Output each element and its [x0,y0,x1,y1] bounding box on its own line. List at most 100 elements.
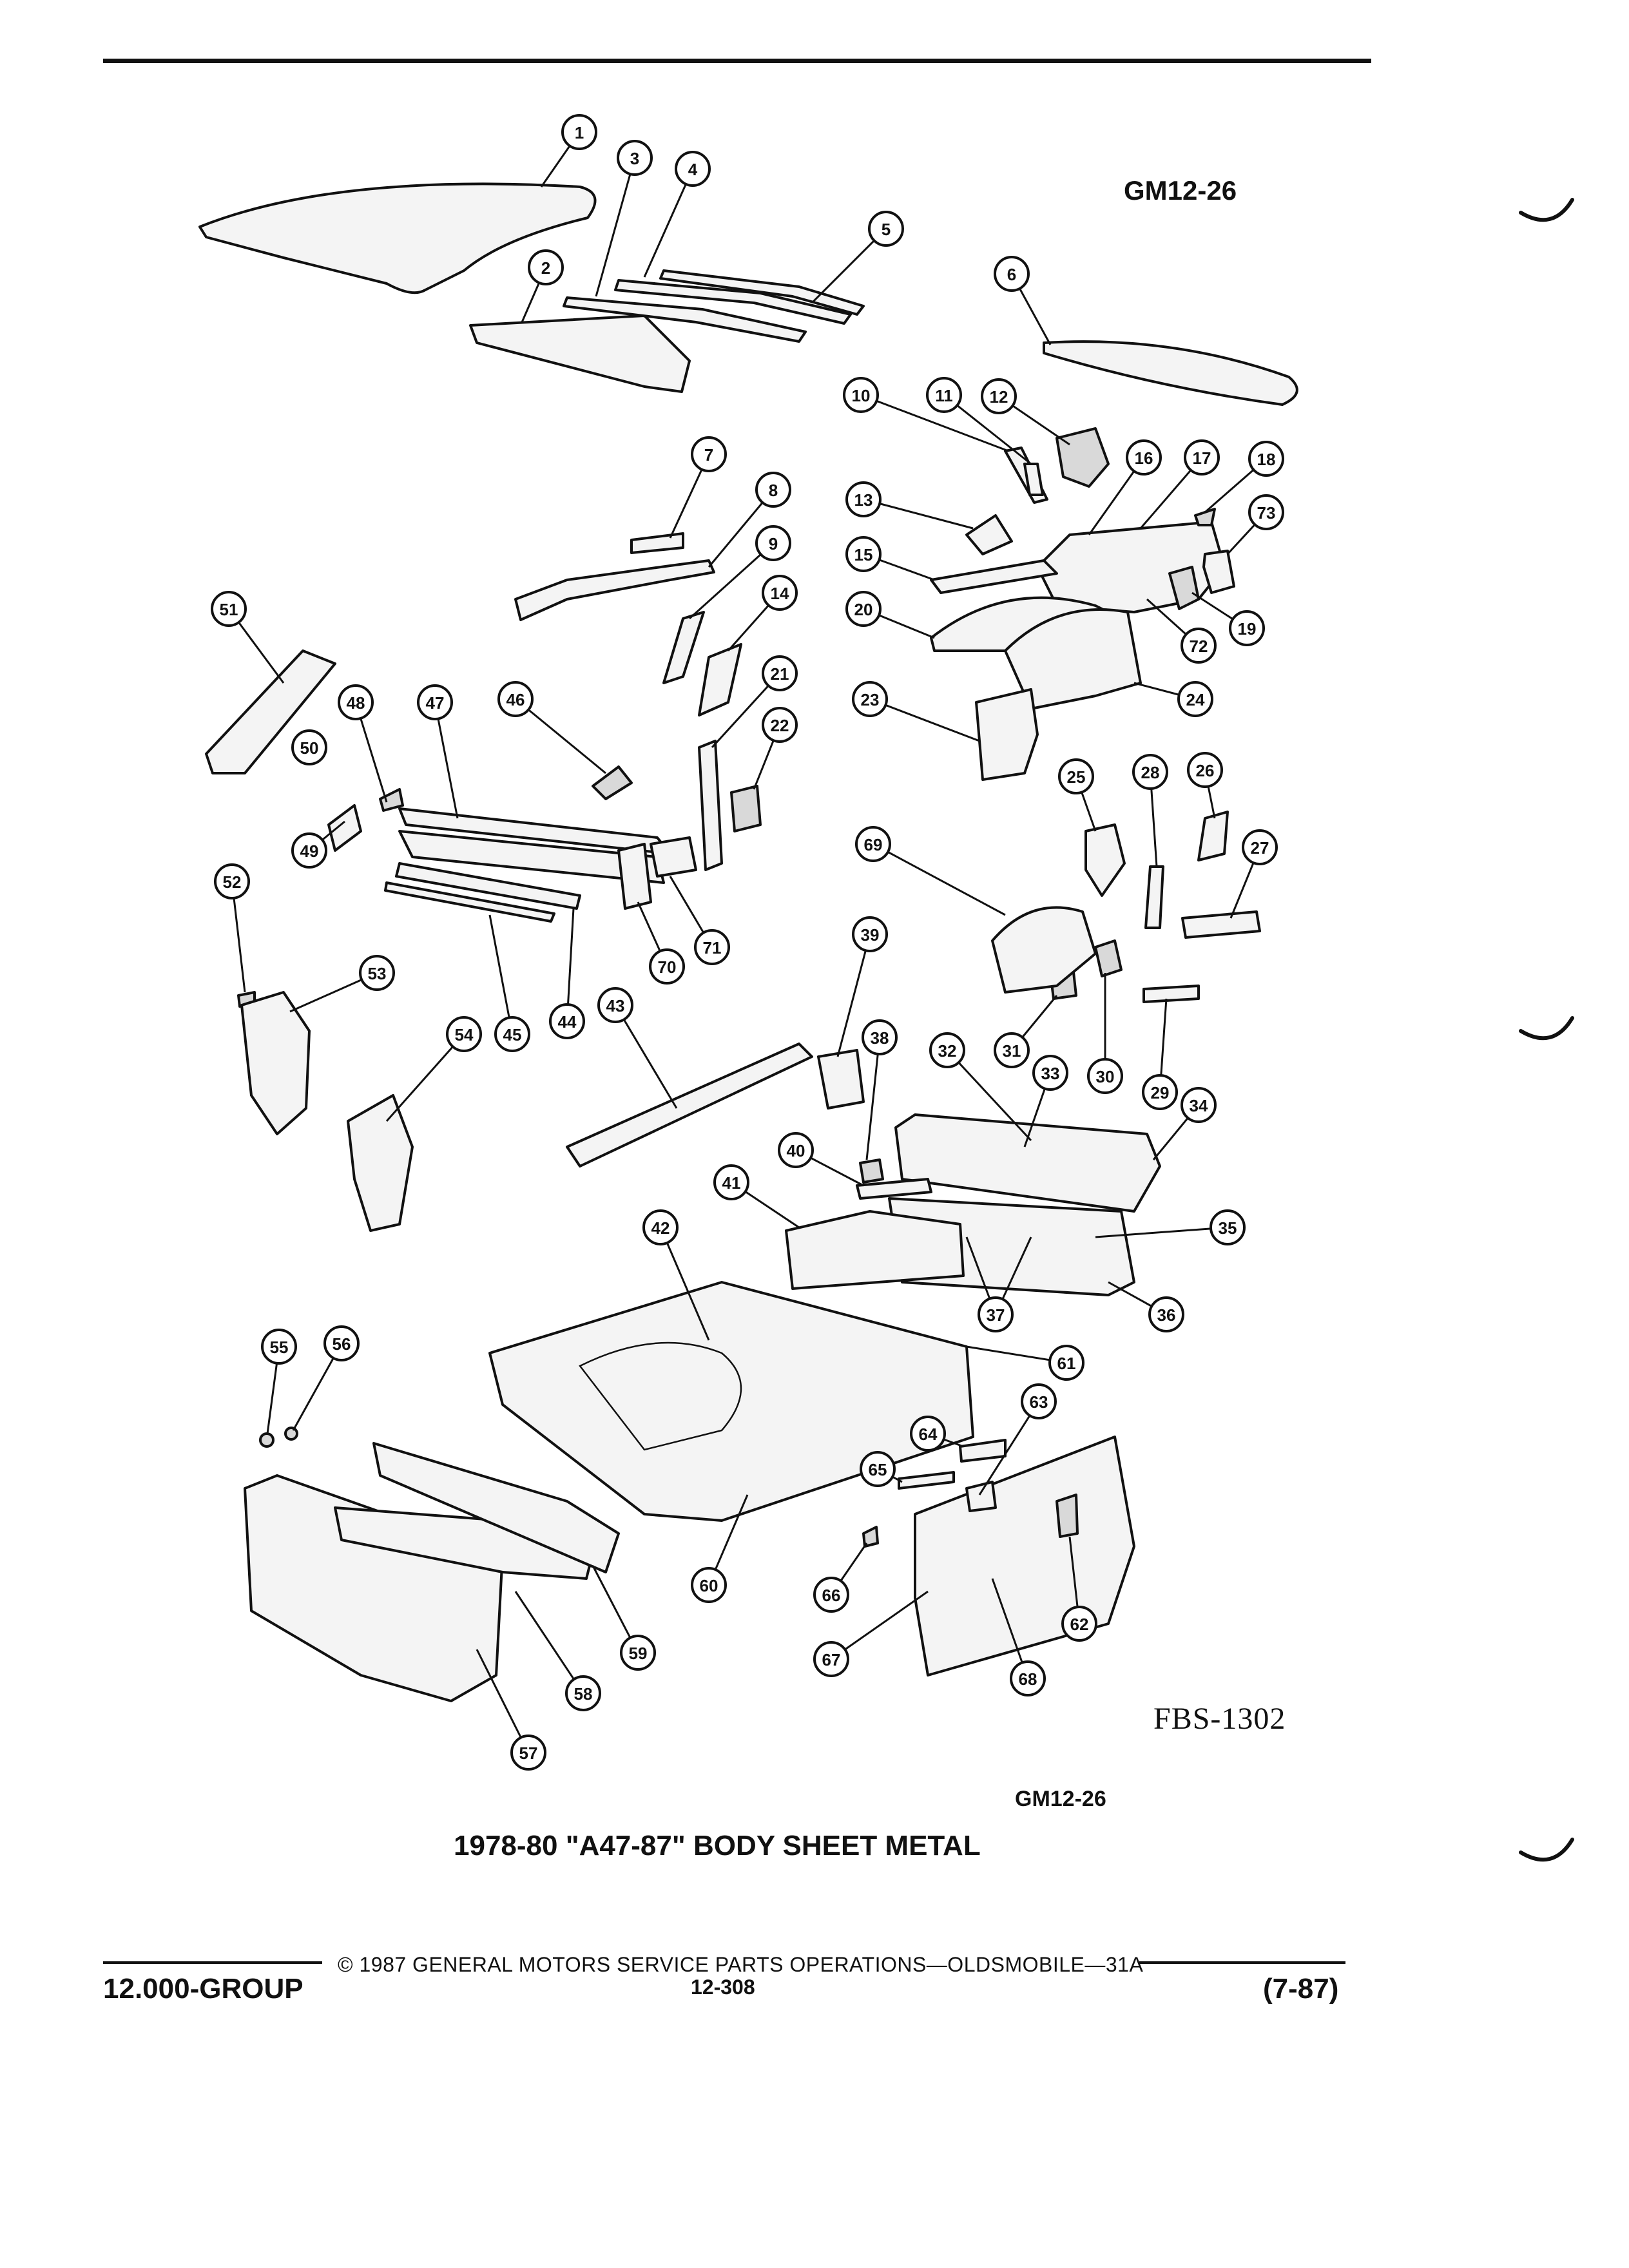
callout-label: 45 [503,1025,522,1044]
callout-32: 32 [929,1032,965,1068]
fbs-code: FBS-1302 [1153,1702,1286,1736]
pillar-9 [662,611,705,684]
callout-55: 55 [261,1329,297,1365]
callout-37: 37 [978,1296,1014,1332]
strip-45 [384,881,555,923]
rear-panel-34 [894,1113,1161,1213]
rail-15 [930,559,1058,594]
seat-back-41 [785,1210,965,1290]
callout-label: 43 [606,996,625,1015]
callout-69: 69 [855,826,891,862]
callout-label: 2 [541,258,550,278]
strap-64 [959,1439,1007,1463]
footer-rule-left [103,1961,322,1964]
callout-7: 7 [691,436,727,472]
piece-30 [1094,939,1123,977]
callout-label: 56 [333,1334,351,1354]
callout-label: 68 [1019,1669,1037,1689]
callout-label: 4 [688,160,698,179]
pillar-54 [347,1094,414,1232]
callout-label: 28 [1141,763,1160,782]
brace-40 [856,1178,932,1200]
callout-42: 42 [642,1209,679,1245]
callout-label: 64 [919,1425,938,1444]
callout-34: 34 [1181,1087,1217,1123]
callout-59: 59 [620,1635,656,1671]
fastener-56 [284,1427,298,1441]
roof-panel [198,182,597,294]
pillar-53 [240,991,311,1135]
strap-65 [898,1471,955,1490]
callout-71: 71 [694,929,730,965]
callout-label: 27 [1251,838,1269,858]
callout-label: 39 [861,925,880,945]
callout-62: 62 [1061,1606,1097,1642]
callout-6: 6 [994,256,1030,292]
callout-26: 26 [1187,752,1223,788]
wheelhouse-69 [991,906,1097,994]
callout-label: 32 [938,1041,957,1061]
callout-58: 58 [565,1675,601,1711]
callout-label: 36 [1157,1305,1176,1325]
piece-18 [1194,508,1216,526]
page-title: 1978-80 "A47-87" BODY SHEET METAL [454,1830,981,1861]
fastener-55 [259,1432,275,1448]
footer-copyright: © 1987 GENERAL MOTORS SERVICE PARTS OPER… [338,1953,1144,1976]
callout-5: 5 [868,211,904,247]
roof-bow-3 [563,296,807,343]
callout-label: 7 [704,445,713,465]
bracket-13 [965,514,1013,555]
callout-27: 27 [1242,829,1278,865]
wheelhouse-inner-24 [1004,608,1142,710]
callout-label: 19 [1238,619,1257,639]
callout-label: 54 [455,1025,474,1044]
callout-10: 10 [843,377,879,413]
callout-label: 59 [629,1644,648,1663]
callout-41: 41 [713,1164,749,1200]
piece-73 [1202,550,1235,594]
callout-label: 47 [426,693,445,713]
callout-label: 29 [1151,1083,1170,1102]
piece-38 [859,1158,884,1184]
callout-46: 46 [497,681,534,717]
callout-label: 3 [630,149,639,168]
pillar-51 [205,649,336,774]
callout-label: 6 [1007,265,1016,284]
callout-50: 50 [291,729,327,765]
callout-13: 13 [845,481,882,517]
panel-71 [650,836,697,878]
footer-group: 12.000-GROUP [103,1973,304,2004]
roof-rear-rail-5 [659,269,865,316]
windshield-header-8 [514,559,715,621]
crossbar-44 [395,862,581,910]
windshield-pillar-7 [630,532,684,554]
callout-29: 29 [1142,1074,1178,1110]
callout-64: 64 [910,1416,946,1452]
callout-label: 37 [987,1305,1005,1325]
callout-57: 57 [510,1735,546,1771]
callout-25: 25 [1058,758,1094,794]
callout-3: 3 [617,140,653,176]
callout-72: 72 [1181,628,1217,664]
callout-label: 53 [368,964,387,983]
callout-label: 42 [651,1218,670,1238]
panel-12 [1055,427,1110,488]
callout-label: 13 [854,490,873,510]
piece-19 [1168,566,1200,610]
callout-40: 40 [778,1132,814,1168]
callout-label: 46 [506,690,525,709]
strip-11 [1023,463,1044,496]
callout-label: 50 [300,738,319,758]
callout-21: 21 [762,655,798,691]
callout-label: 15 [854,545,873,564]
callout-52: 52 [214,863,250,899]
callout-label: 60 [700,1576,718,1595]
callout-label: 24 [1186,690,1205,709]
callout-67: 67 [813,1641,849,1677]
callout-label: 33 [1041,1064,1060,1083]
callout-label: 35 [1219,1218,1237,1238]
header-rule [103,59,1371,63]
callout-16: 16 [1126,439,1162,476]
